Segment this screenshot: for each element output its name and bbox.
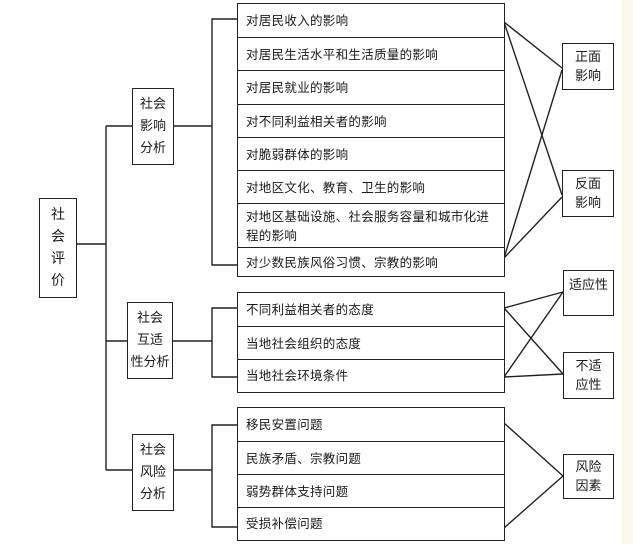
list-item: 对少数民族风俗习惯、宗教的影响 xyxy=(238,248,504,276)
list-item: 当地社会环境条件 xyxy=(238,360,504,391)
item-text: 当地社会环境条件 xyxy=(246,368,349,383)
root-box: 社 会 评 价 xyxy=(39,198,77,298)
category-label-line: 风险 xyxy=(139,464,166,480)
item-text: 对居民收入的影响 xyxy=(246,13,349,28)
category-box-impact: 社会 影响 分析 xyxy=(132,88,174,165)
item-text: 弱势群体支持问题 xyxy=(246,483,349,499)
list-item: 对居民就业的影响 xyxy=(238,71,504,105)
outcome-box-adaptable: 适应性 xyxy=(563,270,614,316)
item-text: 对不同利益相关者的影响 xyxy=(246,113,387,129)
category-label-line: 性分析 xyxy=(130,354,170,370)
item-text: 对居民就业的影响 xyxy=(246,80,349,95)
impact-bracket xyxy=(211,18,237,266)
list-item: 移民安置问题 xyxy=(238,408,504,442)
outcome-label-line: 正面 xyxy=(574,49,601,65)
item-text: 民族矛盾、宗教问题 xyxy=(246,450,362,466)
root-char: 社 xyxy=(51,207,65,223)
list-item: 对不同利益相关者的影响 xyxy=(238,105,504,138)
impact-item-list: 对居民收入的影响 对居民生活水平和生活质量的影响 对居民就业的影响 对不同利益相… xyxy=(237,3,505,277)
category-label-line: 社会 xyxy=(136,310,163,326)
outcome-label-line: 适应性 xyxy=(568,278,608,293)
adapt-line-bottom-unfit xyxy=(503,373,564,378)
category-label-line: 分析 xyxy=(139,486,166,502)
category-box-adaptability: 社会 互适 性分析 xyxy=(127,302,173,379)
category-box-risk: 社会 风险 分析 xyxy=(132,434,174,511)
item-text: 当地社会组织的态度 xyxy=(246,335,362,351)
root-char: 会 xyxy=(51,229,65,245)
root-char: 价 xyxy=(51,273,65,289)
outcome-label-line: 影响 xyxy=(574,68,601,84)
outcome-box-negative-impact: 反面 影响 xyxy=(562,170,614,217)
adapt-line-bottom-fit xyxy=(503,291,564,378)
adapt-bracket xyxy=(211,307,237,378)
list-item: 对脆弱群体的影响 xyxy=(238,138,504,171)
item-text: 对居民生活水平和生活质量的影响 xyxy=(246,46,439,62)
risk-item-list: 移民安置问题 民族矛盾、宗教问题 弱势群体支持问题 受损补偿问题 xyxy=(237,407,505,541)
item-text: 对地区基础设施、社会服务容量和城市化进程的影响 xyxy=(246,208,490,243)
list-item: 对地区文化、教育、卫生的影响 xyxy=(238,171,504,204)
category-label-line: 社会 xyxy=(139,96,166,112)
category-label-line: 社会 xyxy=(139,442,166,458)
impact-line-bottom-negative xyxy=(503,196,563,259)
risk-line-bottom xyxy=(503,475,564,529)
item-text: 对地区文化、教育、卫生的影响 xyxy=(246,179,426,195)
outcome-label-line: 不适 xyxy=(575,358,602,374)
adapt-line-top-unfit xyxy=(503,307,564,375)
outcome-label-line: 影响 xyxy=(574,195,601,211)
adaptability-item-list: 不同利益相关者的态度 当地社会组织的态度 当地社会环境条件 xyxy=(237,292,505,393)
risk-line-top xyxy=(503,422,564,477)
category-label-line: 互适 xyxy=(136,332,163,348)
list-item: 对居民生活水平和生活质量的影响 xyxy=(238,38,504,71)
outcome-label-line: 反面 xyxy=(574,176,601,192)
item-text: 不同利益相关者的态度 xyxy=(246,302,375,317)
impact-line-top-negative xyxy=(503,21,563,196)
outcome-label-line: 应性 xyxy=(575,377,602,393)
item-text: 受损补偿问题 xyxy=(246,516,323,531)
category-label-line: 影响 xyxy=(139,118,166,134)
page-margin xyxy=(622,0,633,544)
list-item: 弱势群体支持问题 xyxy=(238,475,504,508)
list-item: 对地区基础设施、社会服务容量和城市化进程的影响 xyxy=(238,204,504,248)
impact-line-bottom-positive xyxy=(503,69,563,259)
list-item: 对居民收入的影响 xyxy=(238,4,504,38)
list-item: 民族矛盾、宗教问题 xyxy=(238,442,504,475)
list-item: 受损补偿问题 xyxy=(238,508,504,539)
category-label-line: 分析 xyxy=(139,140,166,156)
outcome-label-line: 风险 xyxy=(575,459,602,475)
item-text: 移民安置问题 xyxy=(246,417,323,432)
outcome-box-risk-factors: 风险 因素 xyxy=(563,454,614,499)
outcome-label-line: 因素 xyxy=(575,478,602,494)
adapt-line-top-fit xyxy=(503,291,564,309)
root-char: 评 xyxy=(51,251,65,267)
impact-line-top-positive xyxy=(503,21,563,69)
list-item: 不同利益相关者的态度 xyxy=(238,293,504,327)
outcome-box-not-adaptable: 不适 应性 xyxy=(563,352,614,399)
item-text: 对脆弱群体的影响 xyxy=(246,146,349,162)
risk-bracket xyxy=(211,424,237,528)
outcome-box-positive-impact: 正面 影响 xyxy=(562,43,614,90)
item-text: 对少数民族风俗习惯、宗教的影响 xyxy=(246,254,439,270)
list-item: 当地社会组织的态度 xyxy=(238,327,504,360)
